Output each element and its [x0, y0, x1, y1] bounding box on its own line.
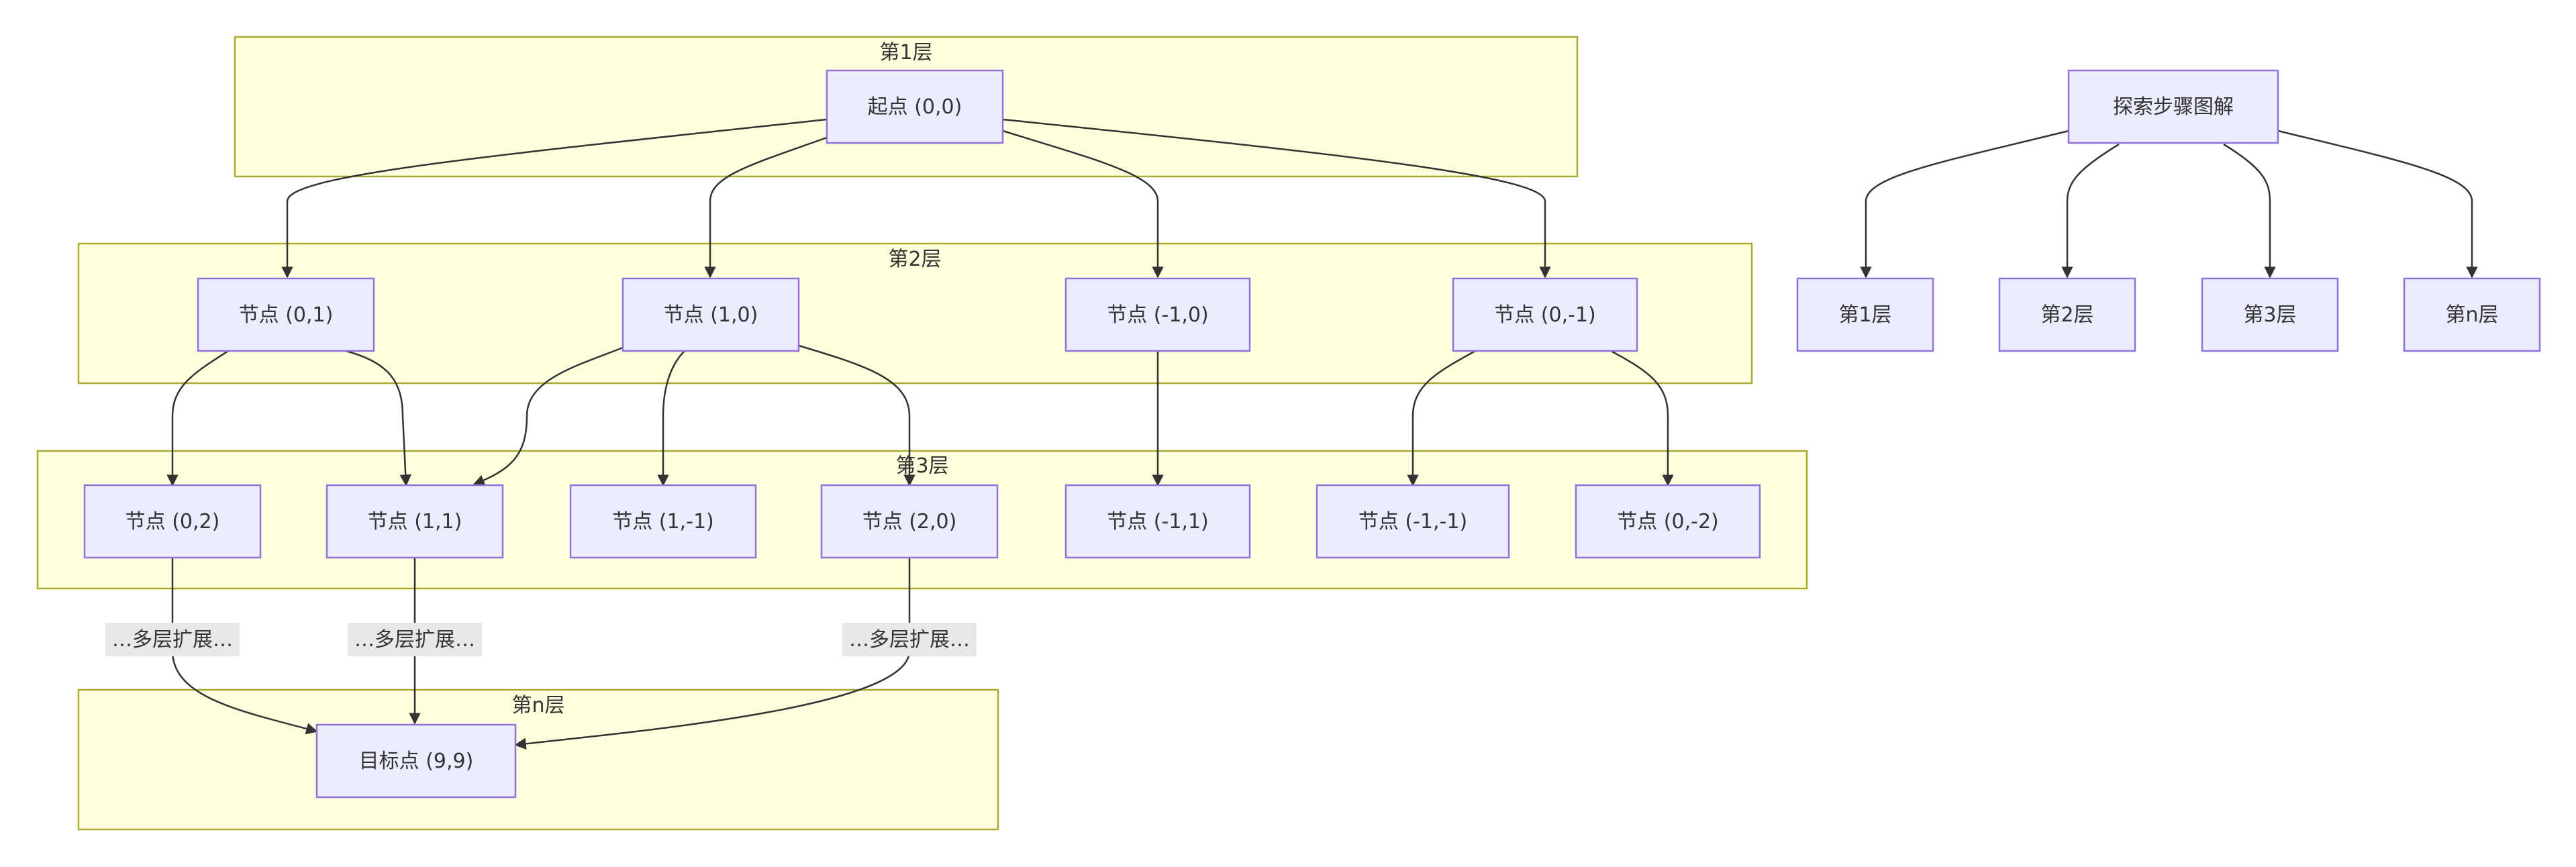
node-label: 节点 (0,-2) — [1617, 510, 1718, 533]
node-n0m2[interactable]: 节点 (0,-2) — [1575, 484, 1761, 559]
nodes: 起点 (0,0) 节点 (0,1) 节点 (1,0) 节点 (-1,0) 节点 … — [83, 69, 2541, 799]
legend-item-label: 第3层 — [2243, 303, 2296, 327]
legend-root-node[interactable]: 探索步骤图解 — [2067, 69, 2279, 144]
edges — [166, 118, 2478, 750]
layer-2-title: 第2层 — [888, 248, 941, 271]
edge-label-text: …多层扩展… — [849, 628, 970, 652]
edge-n0m1-to-n0m2 — [1610, 350, 1674, 487]
edge-label-n02: …多层扩展… — [105, 623, 240, 656]
edge-legend-to-ln — [2277, 130, 2478, 278]
layer-n-group: 第n层 — [77, 688, 999, 831]
edge-n0m1-to-nm1m1 — [1407, 350, 1476, 487]
legend-root-label: 探索步骤图解 — [2113, 95, 2234, 119]
legend-item-layer2[interactable]: 第2层 — [1998, 277, 2136, 352]
node-label: 节点 (-1,-1) — [1358, 510, 1467, 533]
edge-start-to-n0m1 — [1002, 118, 1551, 278]
node-start[interactable]: 起点 (0,0) — [826, 69, 1004, 144]
node-label: 节点 (-1,0) — [1107, 303, 1208, 327]
node-label: 节点 (1,-1) — [612, 510, 713, 533]
legend-item-layer3[interactable]: 第3层 — [2201, 277, 2339, 352]
edge-n01-to-n11 — [345, 350, 411, 487]
edge-n20-to-goal — [514, 558, 911, 750]
legend-item-label: 第2层 — [2040, 303, 2093, 327]
layer-1-title: 第1层 — [879, 41, 932, 64]
node-label: 节点 (0,1) — [239, 303, 334, 327]
node-nm10[interactable]: 节点 (-1,0) — [1064, 277, 1251, 352]
edge-legend-to-l1 — [1860, 130, 2069, 278]
legend-item-layer1[interactable]: 第1层 — [1796, 277, 1934, 352]
layer-n-box — [77, 688, 999, 831]
legend-item-label: 第1层 — [1838, 303, 1891, 327]
node-n0m1[interactable]: 节点 (0,-1) — [1452, 277, 1638, 352]
edge-label-n20: …多层扩展… — [842, 623, 977, 656]
node-n11[interactable]: 节点 (1,1) — [326, 484, 504, 559]
legend-item-label: 第n层 — [2445, 303, 2498, 327]
edge-label-n11: …多层扩展… — [348, 623, 482, 656]
node-label: 节点 (-1,1) — [1107, 510, 1208, 533]
node-nm11[interactable]: 节点 (-1,1) — [1064, 484, 1251, 559]
node-label: 节点 (0,2) — [126, 510, 220, 533]
edge-n01-to-n02 — [166, 350, 229, 487]
edge-start-to-n10 — [704, 136, 828, 278]
node-n01[interactable]: 节点 (0,1) — [197, 277, 375, 352]
node-n02[interactable]: 节点 (0,2) — [83, 484, 262, 559]
edge-labels: …多层扩展… …多层扩展… …多层扩展… — [105, 623, 977, 656]
node-nm1m1[interactable]: 节点 (-1,-1) — [1316, 484, 1510, 559]
edge-n10-to-n20 — [798, 344, 915, 487]
edge-legend-to-l3 — [2223, 143, 2276, 278]
edge-label-text: …多层扩展… — [354, 628, 475, 652]
layer-n-title: 第n层 — [511, 694, 564, 717]
node-label: 节点 (1,0) — [664, 303, 758, 327]
edge-label-text: …多层扩展… — [112, 628, 233, 652]
legend-item-layern[interactable]: 第n层 — [2403, 277, 2541, 352]
node-label: 目标点 (9,9) — [359, 750, 474, 773]
node-label: 起点 (0,0) — [868, 95, 962, 119]
edge-n10-to-n1m1 — [657, 350, 685, 487]
node-label: 节点 (0,-1) — [1494, 303, 1595, 327]
edge-legend-to-l2 — [2061, 143, 2120, 278]
node-label: 节点 (1,1) — [368, 510, 462, 533]
node-label: 节点 (2,0) — [862, 510, 957, 533]
edge-n02-to-goal — [171, 558, 318, 735]
edge-start-to-n01 — [281, 118, 828, 278]
node-n10[interactable]: 节点 (1,0) — [622, 277, 800, 352]
node-goal[interactable]: 目标点 (9,9) — [315, 723, 517, 799]
edge-n10-to-n11 — [473, 346, 624, 487]
edge-start-to-nm10 — [1002, 130, 1164, 278]
node-n1m1[interactable]: 节点 (1,-1) — [569, 484, 757, 559]
node-n20[interactable]: 节点 (2,0) — [820, 484, 999, 559]
layer-3-title: 第3层 — [895, 454, 948, 478]
